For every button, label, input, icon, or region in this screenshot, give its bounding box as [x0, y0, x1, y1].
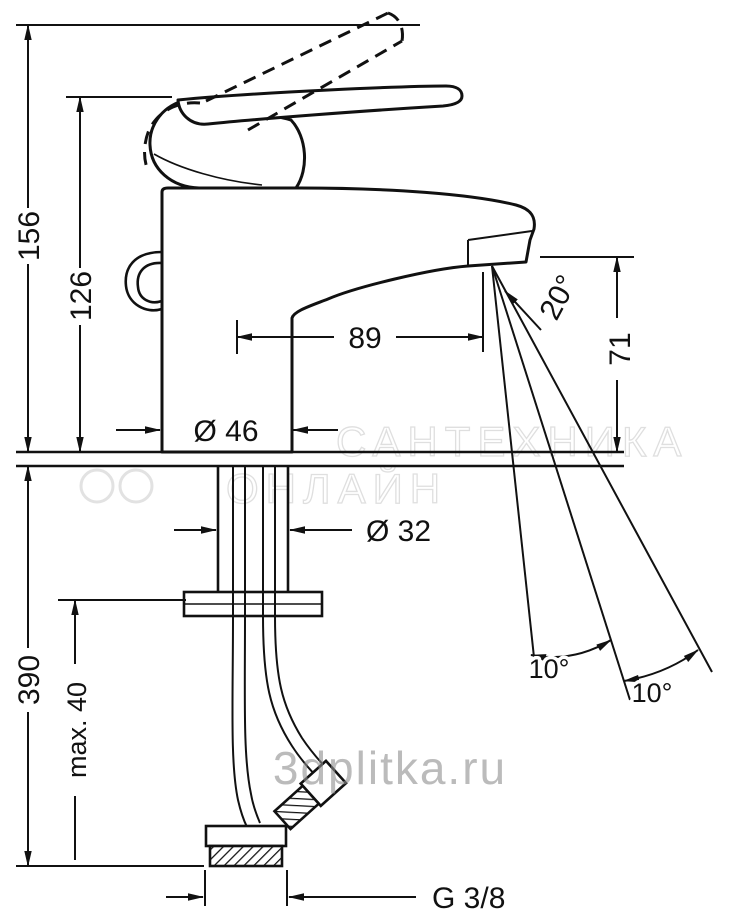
- dim-label-hole-diameter: Ø 32: [366, 515, 431, 548]
- dim-label-max-mounting-depth: max. 40: [62, 682, 92, 778]
- faucet-body: [124, 84, 536, 454]
- handle-raised-dashed: [143, 11, 404, 169]
- store-watermark: САНТЕХНИКА ОНЛАЙН: [79, 417, 682, 513]
- dim-label-hose-length: 390: [13, 655, 46, 705]
- hose-connector-angled: [272, 759, 348, 831]
- dim-label-swivel-left: 10°: [529, 654, 570, 684]
- hose-connector-straight: [204, 824, 288, 868]
- watermark-ring-icon: [79, 468, 115, 504]
- dim-label-swivel-right: 10°: [632, 678, 673, 708]
- dim-label-base-diameter: Ø 46: [193, 415, 258, 448]
- handle-lever: [176, 84, 464, 126]
- dimension-lines: [24, 24, 621, 901]
- site-watermark: 3dplitka.ru: [273, 742, 507, 794]
- popup-rod-hook-inner: [136, 261, 163, 304]
- supply-hoses: [231, 466, 334, 828]
- aerator: [467, 230, 533, 266]
- dim-label-total-height: 156: [13, 211, 46, 261]
- handle-base-skirt: [153, 153, 263, 186]
- store-watermark-line2: ОНЛАЙН: [226, 464, 447, 512]
- spray-angle-lines: [491, 265, 713, 701]
- dim-label-spout-reach: 89: [348, 322, 381, 355]
- watermark-ring-icon: [118, 468, 154, 504]
- dim-label-spray-angle: 20°: [533, 270, 583, 326]
- dim-label-spout-height: 71: [604, 332, 637, 365]
- dim-label-body-height: 126: [65, 271, 98, 321]
- popup-rod-hook: [124, 250, 163, 312]
- countertop-lines: [16, 450, 624, 468]
- below-counter-assembly: [182, 466, 348, 868]
- dim-label-thread: G 3/8: [432, 882, 505, 915]
